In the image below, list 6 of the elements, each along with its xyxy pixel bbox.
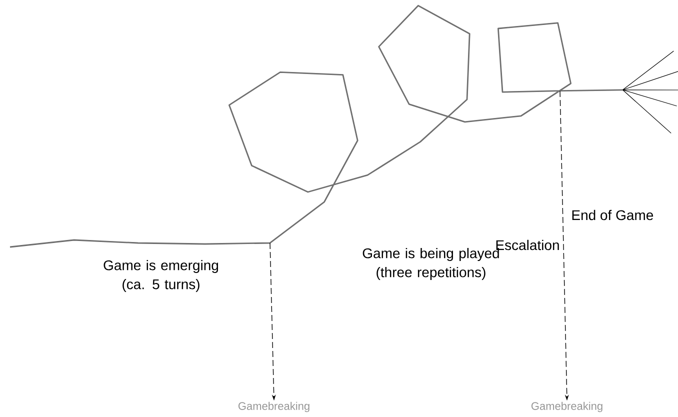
phase-label: Game is being played (three repetitions) xyxy=(362,248,499,280)
phase-label: Game is emerging (ca. 5 turns) xyxy=(104,260,218,292)
phase-label: End of Game xyxy=(572,210,654,220)
outcome-label: Gamebreaking xyxy=(531,402,602,412)
outcome-label: Gamebreaking xyxy=(238,402,310,412)
phase-label: Escalation xyxy=(496,240,559,250)
